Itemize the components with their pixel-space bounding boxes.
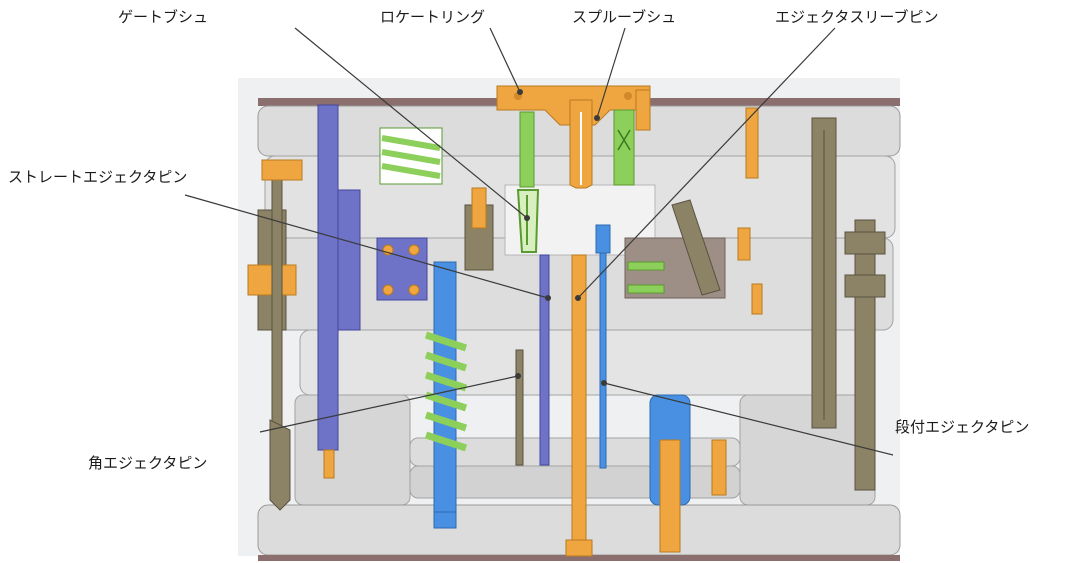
guide-pin-left xyxy=(317,104,361,479)
leader-locate-ring xyxy=(489,27,521,93)
label-straight-ejector-pin: ストレートエジェクタピン xyxy=(8,168,187,186)
leader-lines xyxy=(184,27,894,456)
square-ejector-pin xyxy=(515,349,524,466)
label-ejector-sleeve-pin: エジェクタスリーブピン xyxy=(775,8,939,26)
angular-lifter xyxy=(624,199,763,315)
leader-dots xyxy=(515,89,607,386)
ejector-guide-bushing xyxy=(649,394,691,553)
leader-gate-bush xyxy=(294,27,528,219)
slide-core-left xyxy=(464,187,494,271)
small-screw-top xyxy=(745,107,759,179)
support-pillar-right xyxy=(811,117,837,429)
stepped-ejector-pin xyxy=(595,224,611,469)
leader-square-ejector-pin xyxy=(259,375,519,433)
puller-bar-right xyxy=(844,219,886,491)
label-sprue-bush: スプルーブシュ xyxy=(572,8,676,26)
leader-sprue-bush xyxy=(596,27,626,119)
spring-top xyxy=(379,127,443,185)
leader-stepped-ejector-pin xyxy=(603,382,894,456)
gate-bush xyxy=(516,111,540,253)
label-stepped-ejector-pin: 段付エジェクタピン xyxy=(895,418,1029,436)
spring-bottom xyxy=(424,261,468,529)
label-square-ejector-pin: 角エジェクタピン xyxy=(88,454,207,472)
puller-bar-left xyxy=(247,159,303,511)
leader-ejector-sleeve-pin xyxy=(577,27,836,299)
locate-ring-screw xyxy=(635,89,651,131)
straight-ejector-pin xyxy=(539,254,550,466)
ejector-sleeve-pin xyxy=(565,254,593,557)
label-gate-bush: ゲートブシュ xyxy=(118,8,208,26)
leader-straight-ejector-pin xyxy=(184,194,549,299)
gate-bush-right xyxy=(613,109,635,186)
label-locate-ring: ロケートリング xyxy=(380,8,485,26)
small-screw-lower-right xyxy=(711,439,727,496)
locate-ring-bolt-right xyxy=(624,92,632,100)
positioning-block xyxy=(376,237,428,301)
